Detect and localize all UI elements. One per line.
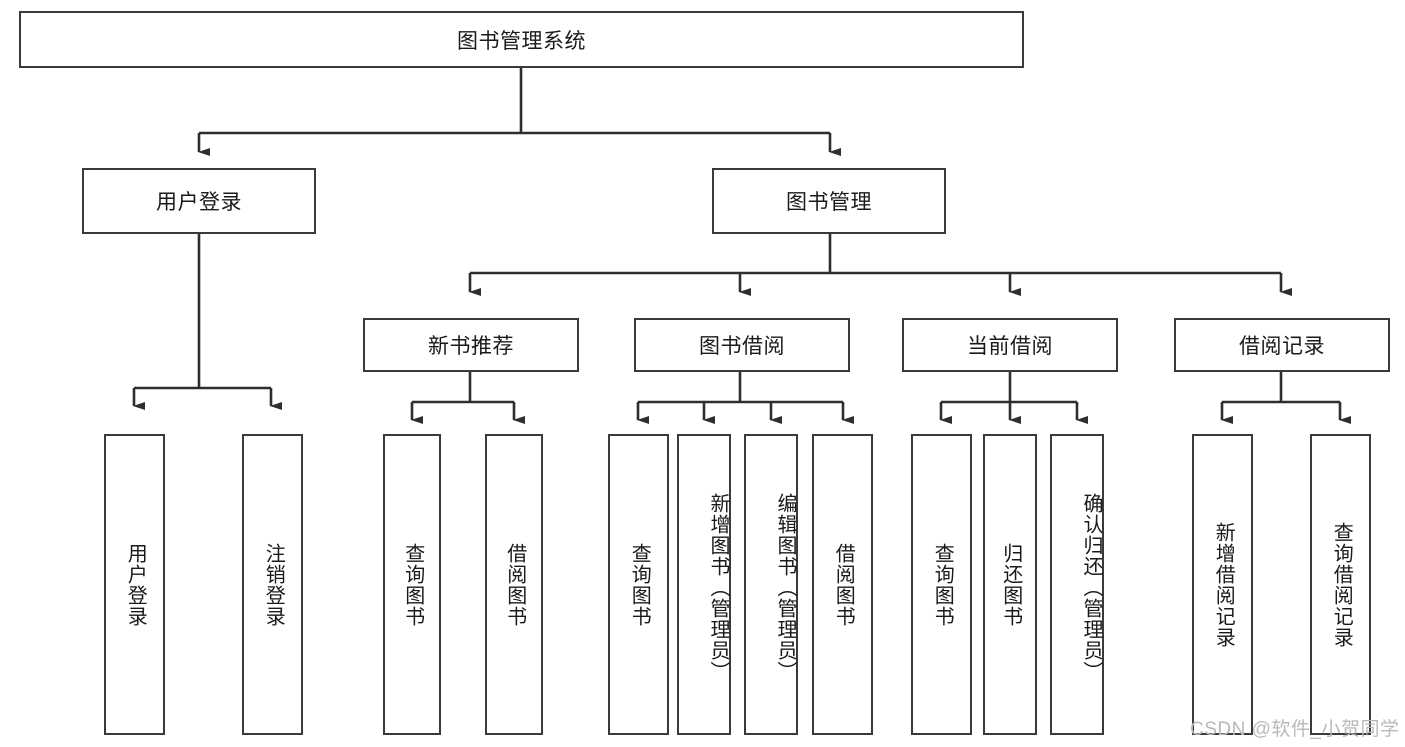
node-user-login[interactable]: 用户登录 bbox=[82, 168, 316, 234]
leaf-confirm-return[interactable]: 确认归还（管理员） bbox=[1050, 434, 1104, 735]
leaf-query-record[interactable]: 查询借阅记录 bbox=[1310, 434, 1371, 735]
node-label: 图书借阅 bbox=[699, 335, 785, 358]
node-label: 用户登录 bbox=[124, 542, 147, 627]
node-label: 借阅图书 bbox=[503, 542, 526, 627]
node-label: 图书管理系统 bbox=[457, 29, 586, 53]
node-label: 用户登录 bbox=[156, 191, 242, 214]
leaf-add-book[interactable]: 新增图书（管理员） bbox=[677, 434, 731, 735]
node-current-borrow[interactable]: 当前借阅 bbox=[902, 318, 1118, 372]
leaf-user-logout[interactable]: 注销登录 bbox=[242, 434, 303, 735]
leaf-borrow-book-2[interactable]: 借阅图书 bbox=[812, 434, 873, 735]
node-label: 新增图书（管理员） bbox=[707, 493, 729, 682]
node-book-borrow[interactable]: 图书借阅 bbox=[634, 318, 850, 372]
csdn-watermark: CSDN @软件_小贺同学 bbox=[1190, 719, 1400, 740]
node-label: 新书推荐 bbox=[428, 335, 514, 358]
node-borrow-record[interactable]: 借阅记录 bbox=[1174, 318, 1390, 372]
node-new-book-recommend[interactable]: 新书推荐 bbox=[363, 318, 579, 372]
node-label: 注销登录 bbox=[262, 542, 285, 627]
node-book-management[interactable]: 图书管理 bbox=[712, 168, 946, 234]
leaf-query-book-3[interactable]: 查询图书 bbox=[911, 434, 972, 735]
leaf-edit-book[interactable]: 编辑图书（管理员） bbox=[744, 434, 798, 735]
node-label: 归还图书 bbox=[999, 542, 1022, 627]
leaf-return-book[interactable]: 归还图书 bbox=[983, 434, 1037, 735]
node-label: 图书管理 bbox=[786, 191, 872, 214]
node-label: 当前借阅 bbox=[967, 335, 1053, 358]
node-label: 确认归还（管理员） bbox=[1080, 493, 1102, 682]
leaf-borrow-book-1[interactable]: 借阅图书 bbox=[485, 434, 543, 735]
node-label: 查询图书 bbox=[628, 542, 651, 627]
node-label: 新增借阅记录 bbox=[1212, 521, 1235, 648]
node-label: 查询图书 bbox=[401, 542, 424, 627]
leaf-query-book-1[interactable]: 查询图书 bbox=[383, 434, 441, 735]
leaf-user-login[interactable]: 用户登录 bbox=[104, 434, 165, 735]
node-root-system[interactable]: 图书管理系统 bbox=[19, 11, 1024, 68]
node-label: 借阅图书 bbox=[832, 542, 855, 627]
node-label: 借阅记录 bbox=[1239, 335, 1325, 358]
node-label: 查询借阅记录 bbox=[1330, 521, 1353, 648]
leaf-query-book-2[interactable]: 查询图书 bbox=[608, 434, 669, 735]
node-label: 编辑图书（管理员） bbox=[774, 493, 796, 682]
leaf-add-record[interactable]: 新增借阅记录 bbox=[1192, 434, 1253, 735]
node-label: 查询图书 bbox=[931, 542, 954, 627]
